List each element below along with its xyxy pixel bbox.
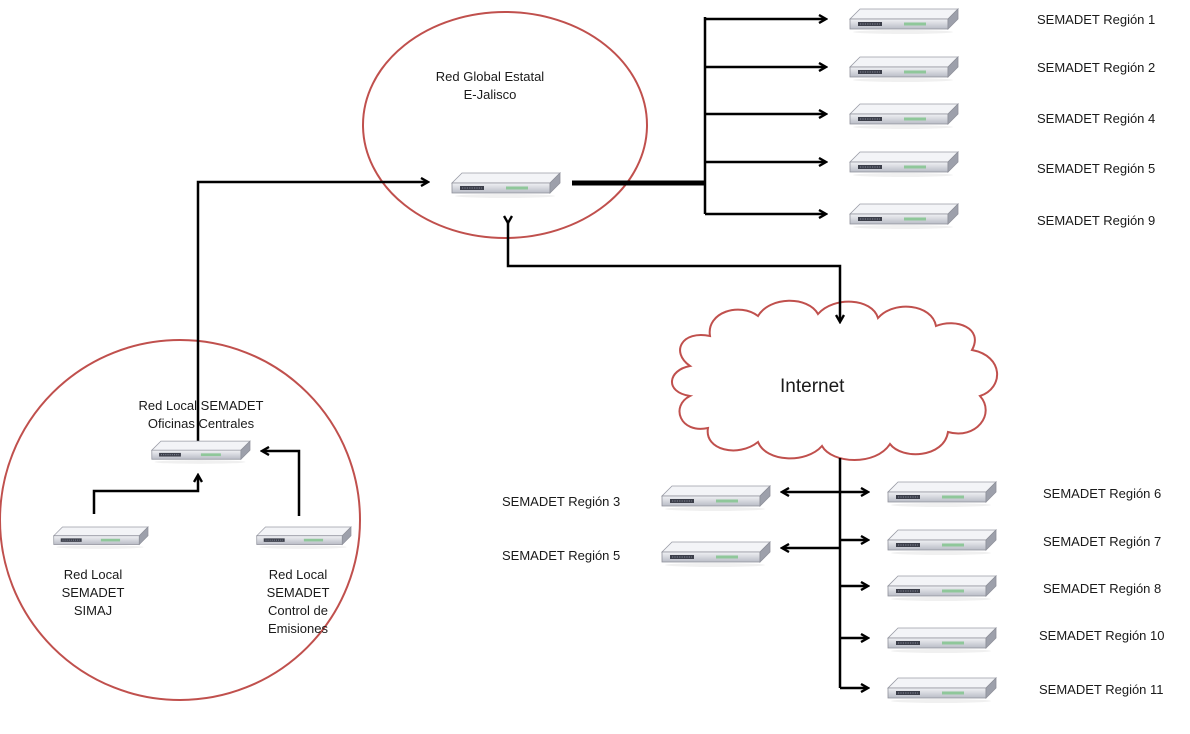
- network-switch-icon: [661, 485, 771, 512]
- region-label: SEMADET Región 4: [1037, 111, 1156, 126]
- central-network-circle: [0, 339, 361, 701]
- region-label: SEMADET Región 5: [1037, 161, 1156, 176]
- region-label: SEMADET Región 9: [1037, 213, 1156, 228]
- region-label: SEMADET Región 10: [1039, 628, 1165, 643]
- region-label: SEMADET Región 2: [1037, 60, 1156, 75]
- local-emisiones-line: SEMADET: [266, 585, 330, 600]
- network-switch-icon: [151, 440, 251, 465]
- arrow-simaj-to-central: [92, 475, 198, 514]
- region-label: SEMADET Región 5: [502, 548, 621, 563]
- central-office-title: Red Local SEMADET Oficinas Centrales: [139, 397, 264, 433]
- network-switch-icon: [887, 575, 997, 602]
- internet-label: Internet: [780, 376, 845, 397]
- local-emisiones-line: Control de: [268, 603, 328, 618]
- arrow-emisiones-to-central: [262, 451, 301, 516]
- network-switch-icon: [849, 203, 959, 230]
- network-switch-icon: [887, 627, 997, 654]
- region-label: SEMADET Región 6: [1043, 486, 1162, 501]
- local-emisiones-line: Red Local: [268, 567, 328, 582]
- network-switch-icon: [661, 541, 771, 568]
- region-label: SEMADET Región 1: [1037, 12, 1156, 27]
- local-simaj-line: SIMAJ: [73, 603, 113, 618]
- network-switch-icon: [451, 172, 561, 199]
- network-switch-icon: [849, 56, 959, 83]
- central-office-title-line1: Red Local SEMADET: [138, 398, 264, 413]
- global-network-circle: [362, 11, 648, 239]
- arrow-central-to-global: [196, 182, 428, 442]
- network-switch-icon: [849, 8, 959, 35]
- local-simaj-line: Red Local: [63, 567, 123, 582]
- arrow-global-internet: [508, 223, 840, 322]
- network-switch-icon: [256, 526, 352, 550]
- central-office-title-line2: Oficinas Centrales: [147, 416, 255, 431]
- region-label: SEMADET Región 3: [502, 494, 621, 509]
- global-network-title-line1: Red Global Estatal: [435, 69, 545, 84]
- network-switch-icon: [849, 151, 959, 178]
- global-network-title: Red Global Estatal E-Jalisco: [436, 68, 544, 104]
- network-switch-icon: [887, 677, 997, 704]
- local-simaj-label: Red Local SEMADET SIMAJ: [62, 566, 125, 620]
- global-network-title-line2: E-Jalisco: [463, 87, 517, 102]
- network-switch-icon: [849, 103, 959, 130]
- network-switch-icon: [53, 526, 149, 550]
- region-label: SEMADET Región 8: [1043, 581, 1162, 596]
- local-emisiones-line: Emisiones: [268, 621, 328, 636]
- local-simaj-line: SEMADET: [61, 585, 125, 600]
- local-emisiones-label: Red Local SEMADET Control de Emisiones: [267, 566, 330, 638]
- network-switch-icon: [887, 481, 997, 508]
- region-label: SEMADET Región 7: [1043, 534, 1162, 549]
- region-label: SEMADET Región 11: [1039, 682, 1164, 697]
- network-switch-icon: [887, 529, 997, 556]
